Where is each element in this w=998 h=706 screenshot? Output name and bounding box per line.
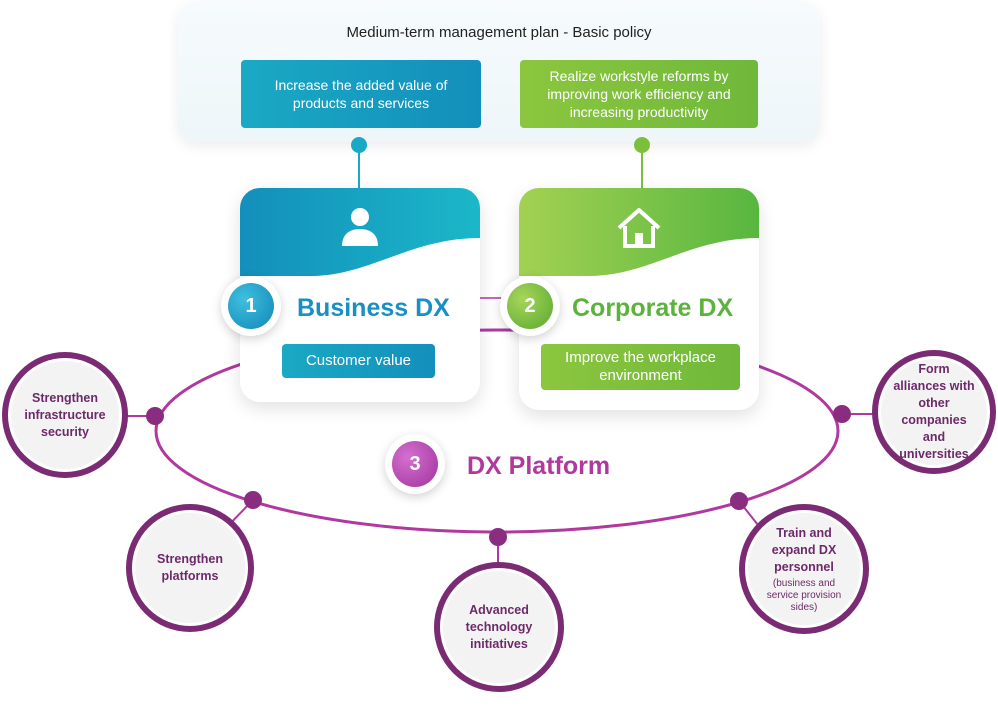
node-dot-alliances bbox=[833, 405, 851, 423]
initiative-personnel-note: (business and service provision sides) bbox=[766, 577, 842, 613]
corporate-dx-tag: Improve the workplace environment bbox=[541, 344, 740, 390]
initiative-platforms: Strengthen platforms bbox=[126, 504, 254, 632]
initiative-alliances: Form alliances with other companies and … bbox=[872, 350, 996, 474]
person-icon bbox=[342, 208, 378, 246]
goal-corporate: Realize workstyle reforms by improving w… bbox=[520, 60, 758, 128]
initiative-security-label: Strengthen infrastructure security bbox=[24, 390, 106, 439]
initiative-advanced: Advanced technology initiatives bbox=[434, 562, 564, 692]
initiative-advanced-label: Advanced technology initiatives bbox=[465, 602, 533, 651]
node-dot-advanced bbox=[489, 528, 507, 546]
platform-title: DX Platform bbox=[467, 452, 611, 480]
initiative-platforms-label: Strengthen platforms bbox=[157, 552, 223, 583]
connector-dot-business bbox=[351, 137, 367, 153]
initiative-personnel: Train and expand DX personnel (business … bbox=[739, 504, 869, 634]
house-icon bbox=[617, 208, 661, 248]
number-badge-3: 3 bbox=[385, 434, 445, 494]
business-dx-card bbox=[240, 188, 480, 402]
initiative-alliances-label: Form alliances with other companies and … bbox=[893, 362, 975, 461]
goal-business: Increase the added value of products and… bbox=[241, 60, 481, 128]
node-dot-platforms bbox=[244, 491, 262, 509]
initiative-personnel-label: Train and expand DX personnel bbox=[771, 525, 837, 574]
corporate-card-header bbox=[519, 188, 759, 276]
node-dot-security bbox=[146, 407, 164, 425]
business-dx-tag: Customer value bbox=[282, 344, 435, 378]
policy-title: Medium-term management plan - Basic poli… bbox=[346, 24, 652, 41]
connector-dot-corporate bbox=[634, 137, 650, 153]
number-badge-2: 2 bbox=[500, 276, 560, 336]
corporate-dx-title: Corporate DX bbox=[572, 294, 734, 322]
business-dx-title: Business DX bbox=[297, 294, 450, 322]
initiative-security: Strengthen infrastructure security bbox=[2, 352, 128, 478]
number-badge-1: 1 bbox=[221, 276, 281, 336]
node-dot-personnel bbox=[730, 492, 748, 510]
